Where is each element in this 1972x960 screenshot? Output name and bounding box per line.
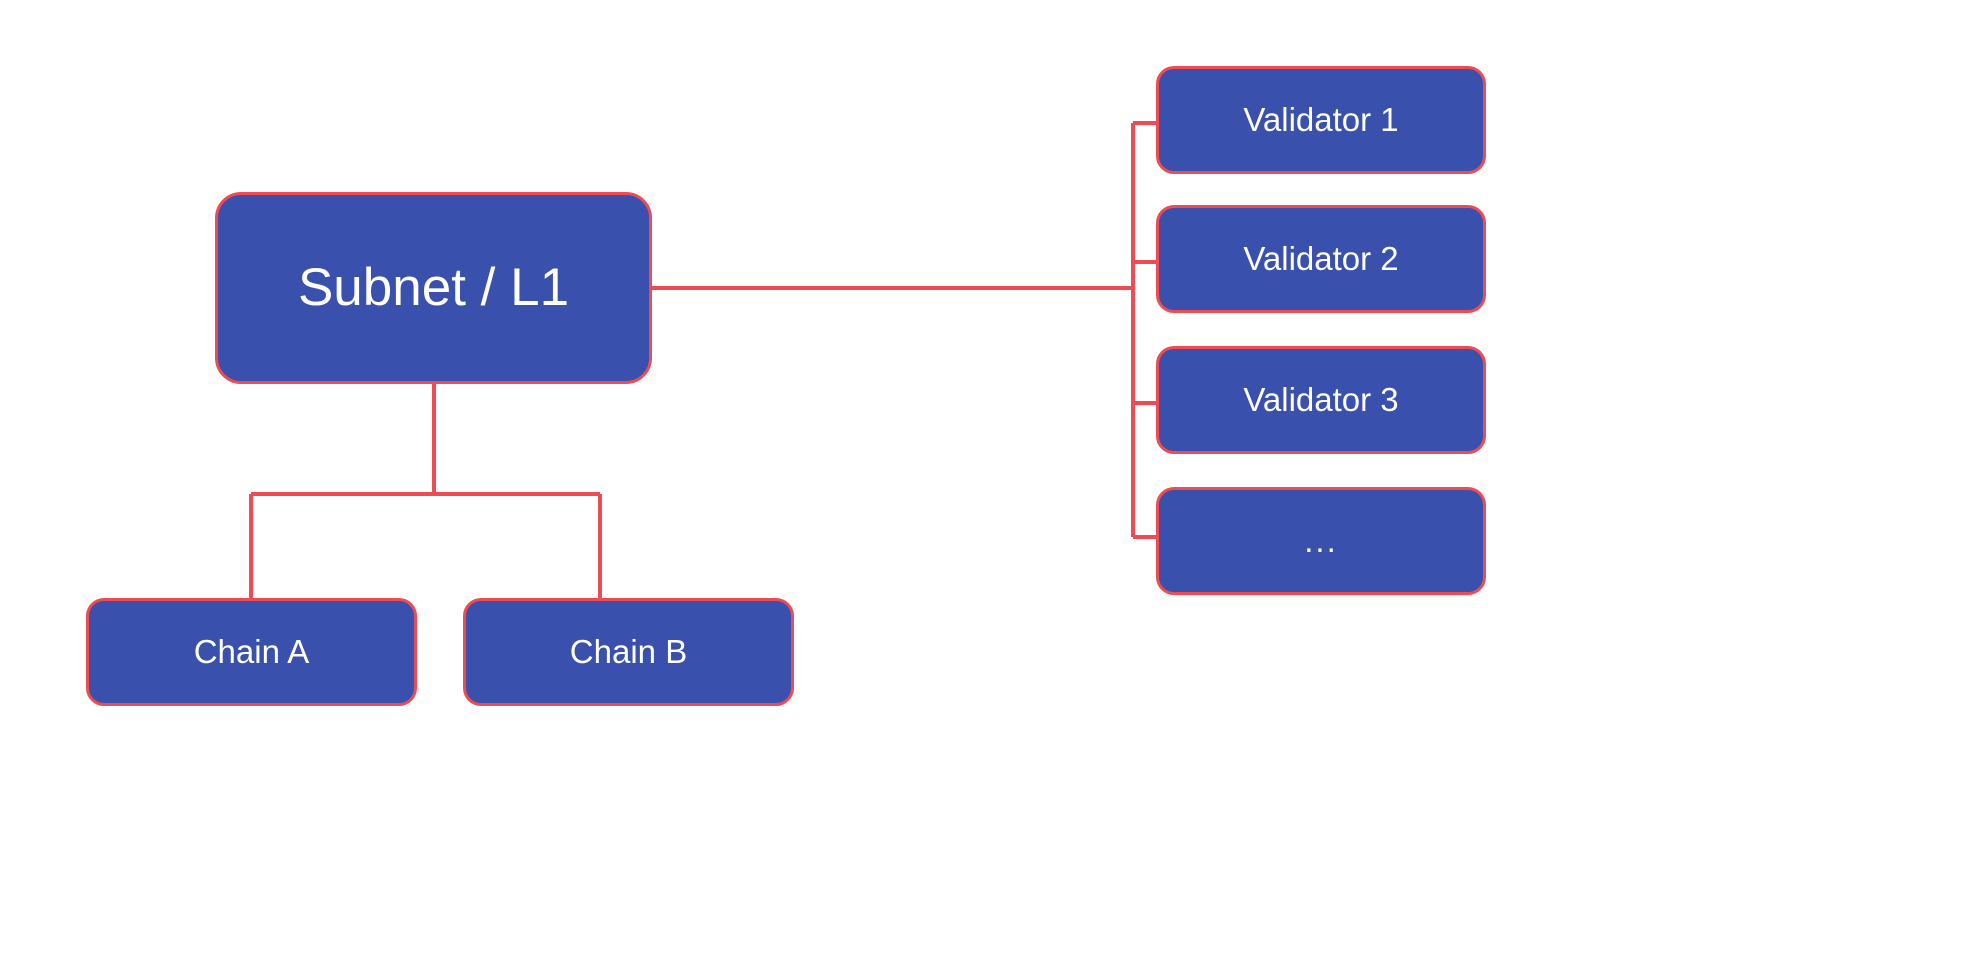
node-validator-2[interactable]: Validator 2 bbox=[1156, 205, 1486, 313]
node-chain-b[interactable]: Chain B bbox=[463, 598, 794, 706]
node-chain-a[interactable]: Chain A bbox=[86, 598, 417, 706]
node-validator-1-label: Validator 1 bbox=[1243, 100, 1399, 138]
node-chain-b-label: Chain B bbox=[569, 632, 688, 670]
node-validator-ellipsis[interactable]: ... bbox=[1156, 487, 1486, 595]
node-validator-3-label: Validator 3 bbox=[1243, 380, 1399, 418]
node-validator-3[interactable]: Validator 3 bbox=[1156, 346, 1486, 454]
node-validator-ellipsis-label: ... bbox=[1304, 521, 1338, 559]
node-subnet-l1-label: Subnet / L1 bbox=[297, 257, 570, 317]
node-chain-a-label: Chain A bbox=[193, 632, 310, 670]
node-subnet-l1[interactable]: Subnet / L1 bbox=[215, 192, 652, 384]
node-validator-2-label: Validator 2 bbox=[1243, 239, 1399, 277]
node-validator-1[interactable]: Validator 1 bbox=[1156, 66, 1486, 174]
